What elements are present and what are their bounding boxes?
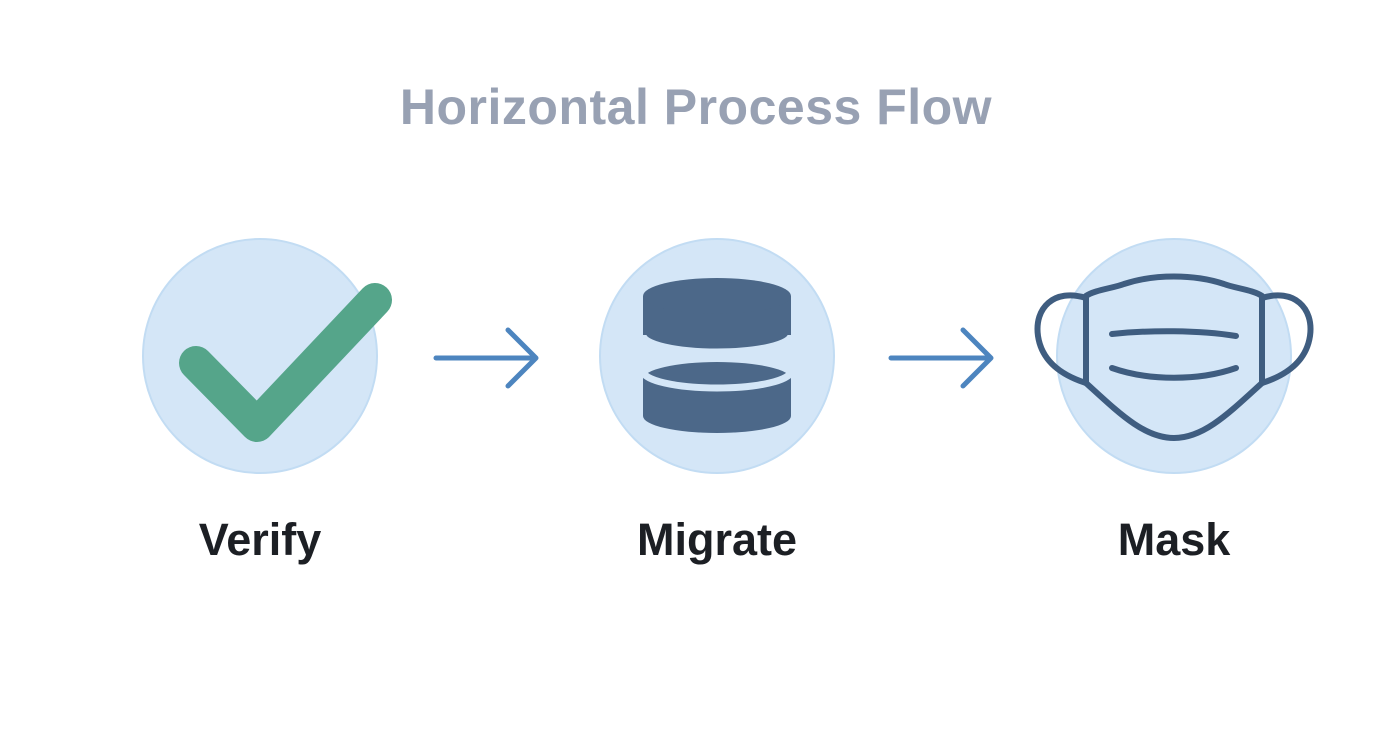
mask-outline bbox=[1034, 273, 1314, 441]
database-gap bbox=[639, 334, 795, 356]
checkmark-stroke bbox=[179, 283, 392, 442]
step-mask: Mask bbox=[1024, 238, 1324, 578]
flow-arrow-icon bbox=[883, 322, 1003, 394]
face-mask-icon bbox=[1034, 273, 1314, 441]
step-migrate: Migrate bbox=[567, 238, 867, 578]
step-label: Verify bbox=[198, 514, 322, 565]
arrow-head bbox=[960, 327, 994, 389]
step-label: Migrate bbox=[636, 514, 798, 565]
database-icon bbox=[639, 278, 795, 433]
step-label: Mask bbox=[1117, 514, 1231, 565]
flow-arrow-icon bbox=[428, 322, 548, 394]
diagram-title: Horizontal Process Flow bbox=[399, 79, 993, 135]
step-verify: Verify bbox=[110, 238, 410, 578]
step-circle bbox=[599, 238, 835, 474]
checkmark-icon bbox=[179, 283, 392, 442]
arrow-head bbox=[505, 327, 539, 389]
database-gap bbox=[639, 370, 795, 392]
